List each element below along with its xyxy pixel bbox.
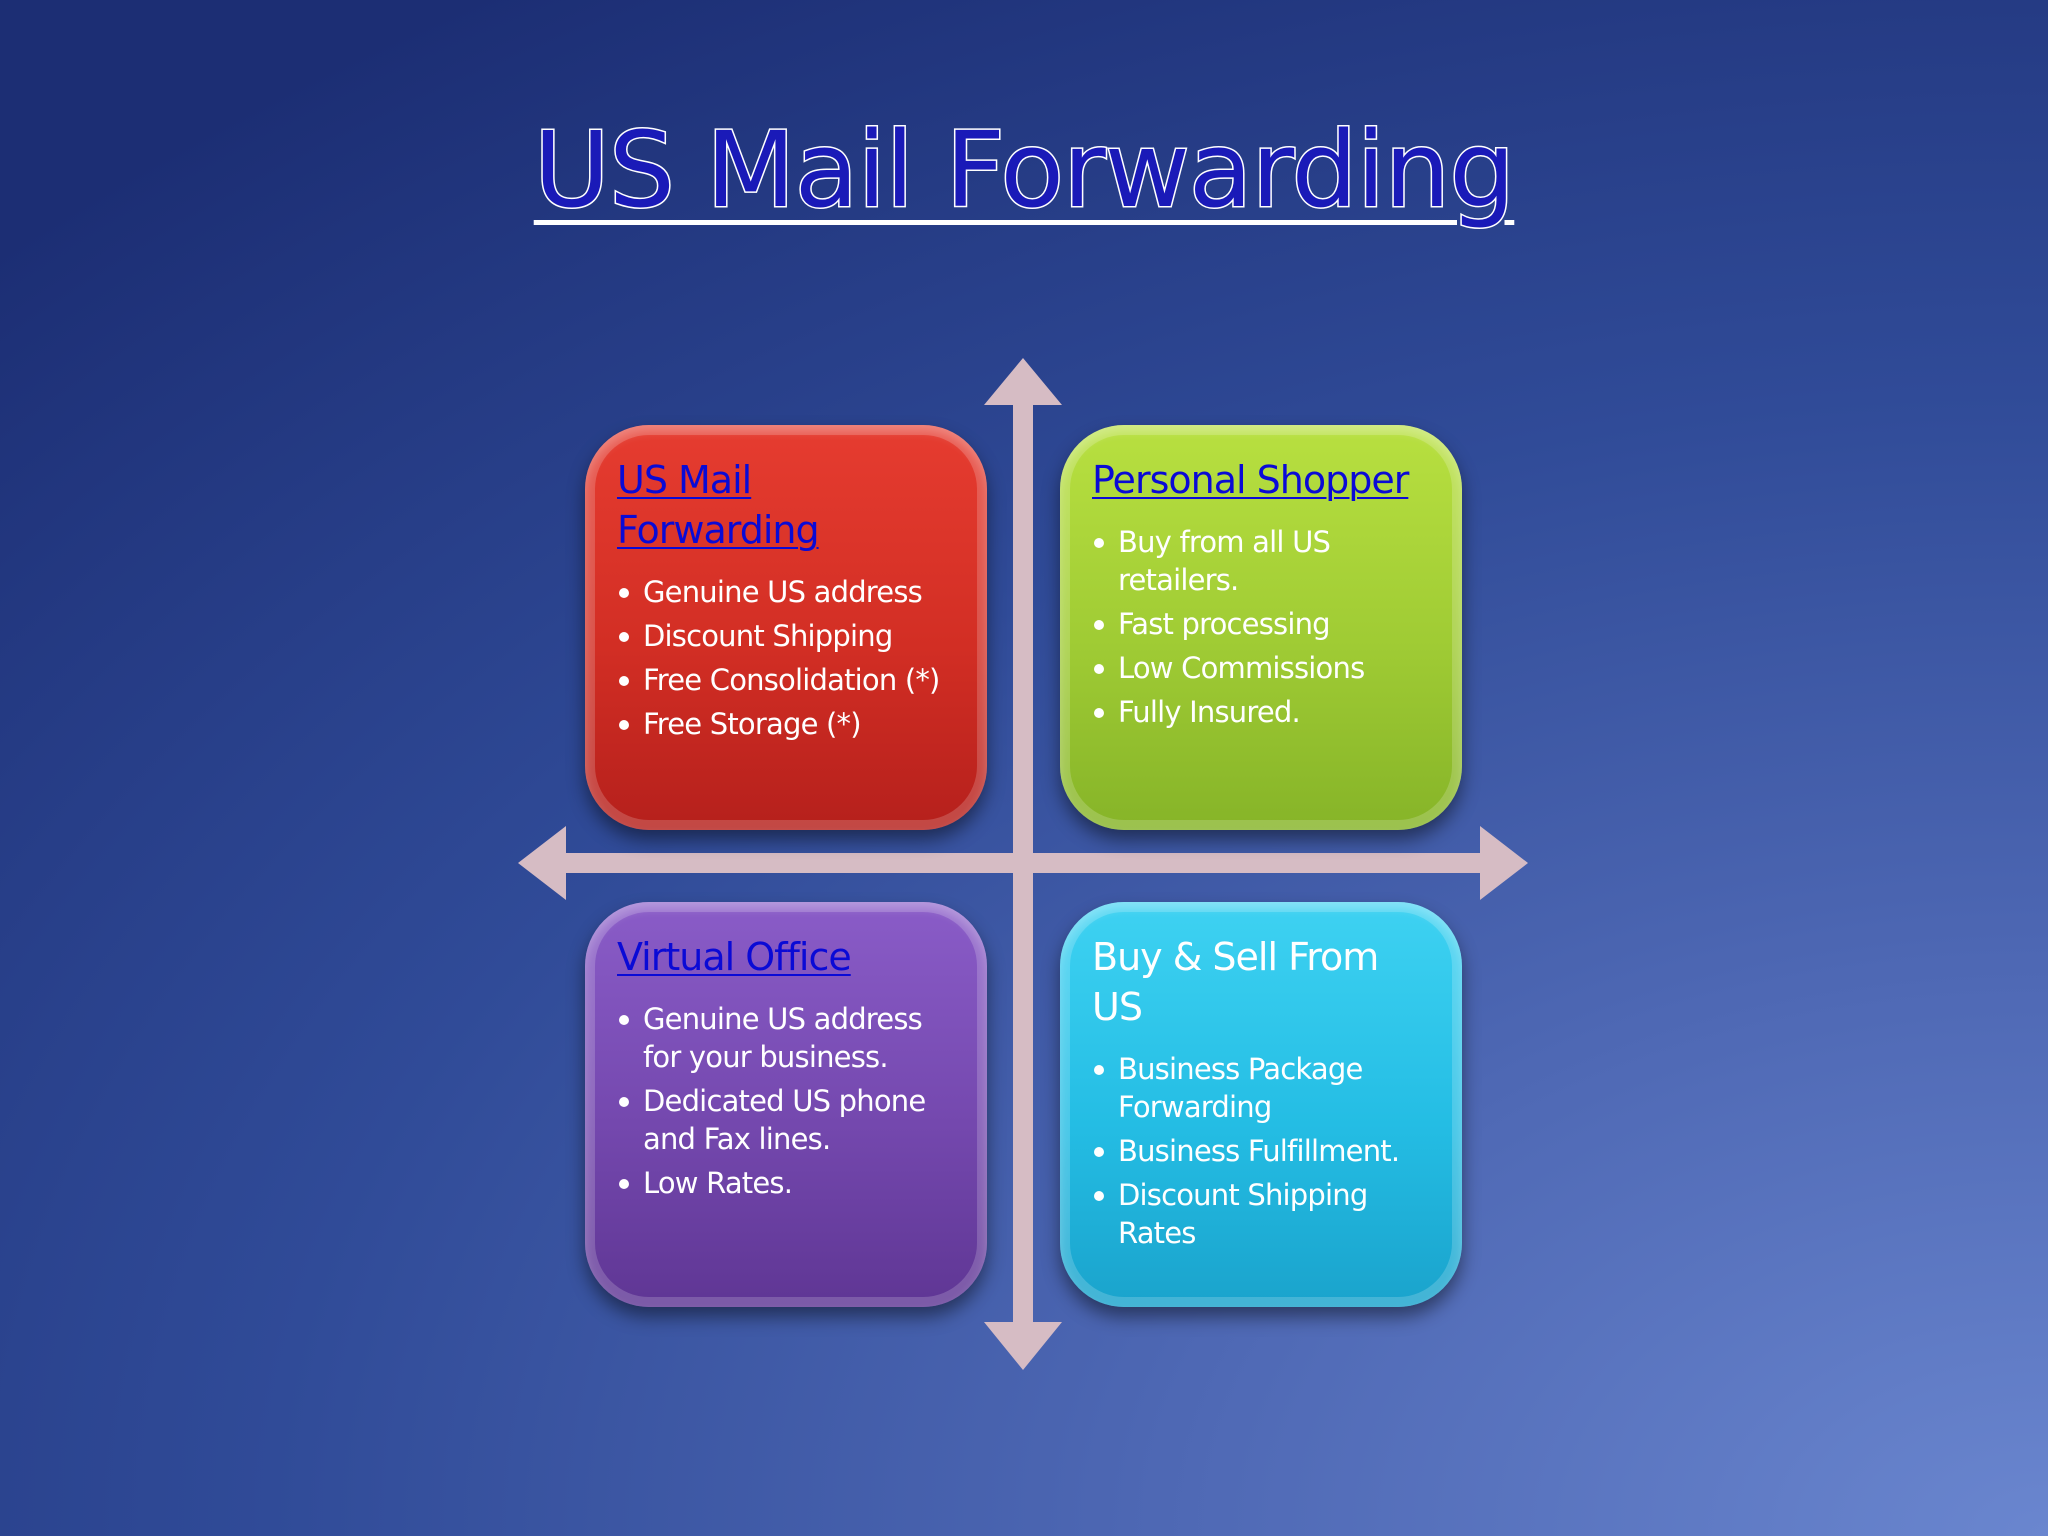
list-item: Free Storage (*)	[617, 705, 959, 743]
personal-shopper-link[interactable]: Personal Shopper	[1092, 458, 1409, 502]
list-item: Discount Shipping	[617, 617, 959, 655]
us-mail-forwarding-list: Genuine US address Discount Shipping Fre…	[617, 573, 959, 743]
list-item: Genuine US address	[617, 573, 959, 611]
list-item: Business Package Forwarding	[1092, 1050, 1434, 1126]
list-item: Free Consolidation (*)	[617, 661, 959, 699]
list-item: Fast processing	[1092, 605, 1434, 643]
list-item: Discount Shipping Rates	[1092, 1176, 1434, 1252]
buy-and-sell-heading: Buy & Sell From US	[1092, 935, 1379, 1029]
list-item: Low Rates.	[617, 1164, 959, 1202]
list-item: Fully Insured.	[1092, 693, 1434, 731]
horizontal-axis-arrow	[518, 826, 1528, 900]
list-item: Genuine US address for your business.	[617, 1000, 959, 1076]
slide-title: US Mail Forwarding	[532, 109, 1517, 231]
list-item: Business Fulfillment.	[1092, 1132, 1434, 1170]
quadrant-personal-shopper: Personal Shopper Buy from all US retaile…	[1060, 425, 1462, 830]
list-item: Dedicated US phone and Fax lines.	[617, 1082, 959, 1158]
list-item: Buy from all US retailers.	[1092, 523, 1434, 599]
personal-shopper-list: Buy from all US retailers. Fast processi…	[1092, 523, 1434, 731]
quadrant-us-mail-forwarding: US Mail Forwarding Genuine US address Di…	[585, 425, 987, 830]
buy-and-sell-list: Business Package Forwarding Business Ful…	[1092, 1050, 1434, 1252]
us-mail-forwarding-link[interactable]: US Mail Forwarding	[617, 458, 820, 552]
virtual-office-list: Genuine US address for your business. De…	[617, 1000, 959, 1202]
quadrant-virtual-office: Virtual Office Genuine US address for yo…	[585, 902, 987, 1307]
virtual-office-link[interactable]: Virtual Office	[617, 935, 852, 979]
list-item: Low Commissions	[1092, 649, 1434, 687]
quadrant-buy-and-sell: Buy & Sell From US Business Package Forw…	[1060, 902, 1462, 1307]
